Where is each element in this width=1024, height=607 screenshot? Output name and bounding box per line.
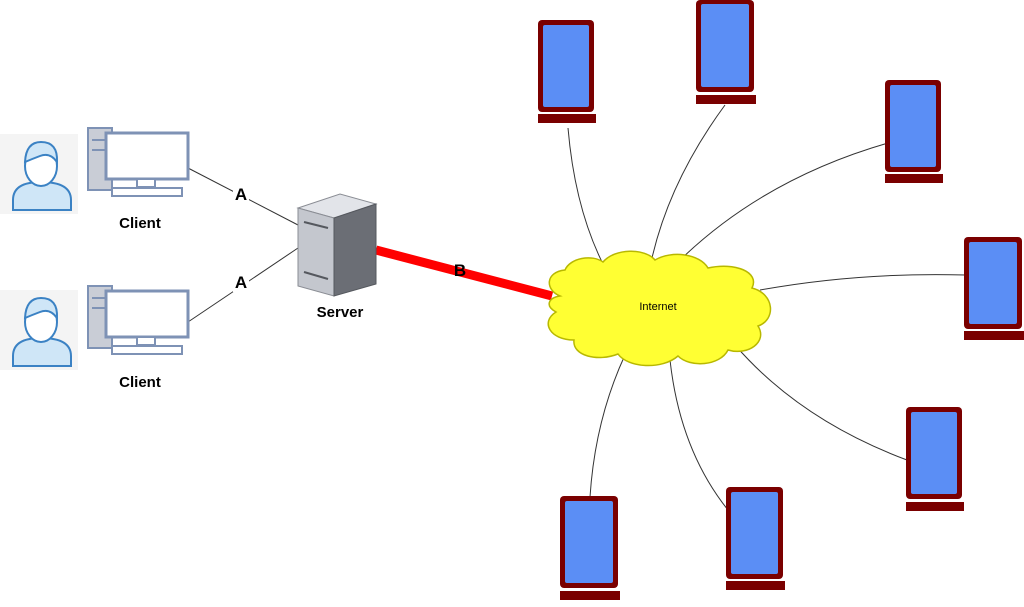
device-7 bbox=[560, 496, 620, 600]
internet-cloud: Internet bbox=[547, 250, 772, 367]
spoke-device-2 bbox=[651, 104, 726, 259]
client-top-node: Client bbox=[0, 127, 190, 232]
spoke-device-7 bbox=[589, 354, 626, 498]
computer-icon bbox=[87, 285, 190, 355]
person-icon bbox=[0, 134, 78, 214]
device-1 bbox=[538, 20, 596, 123]
device-5 bbox=[906, 407, 964, 511]
client-top-label: Client bbox=[119, 215, 161, 232]
spoke-device-5 bbox=[734, 344, 908, 461]
spoke-device-4 bbox=[759, 274, 967, 291]
edge-label-bg bbox=[233, 272, 249, 292]
edge-label-a-top: A bbox=[235, 185, 247, 204]
person-icon bbox=[0, 290, 78, 370]
device-3 bbox=[885, 80, 943, 183]
edge-label-bg bbox=[233, 183, 249, 203]
spoke-device-3 bbox=[674, 142, 889, 266]
device-2 bbox=[696, 0, 756, 104]
client-bottom-label: Client bbox=[119, 374, 161, 391]
edge-label-b: B bbox=[454, 261, 466, 280]
internet-label: Internet bbox=[639, 301, 676, 313]
edge-label-a-bottom: A bbox=[235, 273, 247, 292]
server-label: Server bbox=[317, 304, 364, 321]
server-icon bbox=[296, 193, 378, 297]
edge-server-internet bbox=[374, 245, 554, 301]
server-node: Server bbox=[296, 193, 378, 321]
device-4 bbox=[964, 237, 1024, 340]
spoke-device-6 bbox=[669, 359, 729, 511]
computer-icon bbox=[87, 127, 190, 197]
client-bottom-node: Client bbox=[0, 285, 190, 391]
device-6 bbox=[726, 487, 785, 590]
spoke-device-1 bbox=[567, 127, 606, 269]
internet-spokes bbox=[567, 104, 967, 511]
cloud-shape bbox=[547, 250, 772, 367]
